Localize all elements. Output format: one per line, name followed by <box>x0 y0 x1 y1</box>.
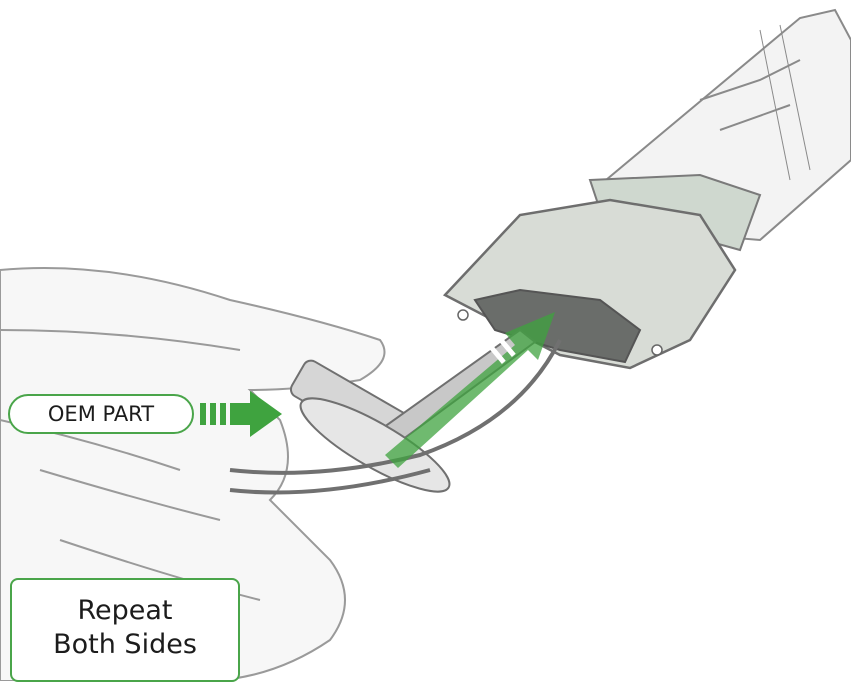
repeat-both-sides-note: Repeat Both Sides <box>10 578 240 682</box>
oem-part-label: OEM PART <box>8 394 194 434</box>
repeat-line-1: Repeat <box>12 594 238 628</box>
diagonal-arrow-icon <box>385 312 555 468</box>
repeat-line-2: Both Sides <box>12 628 238 662</box>
rubber-boot <box>445 200 735 368</box>
